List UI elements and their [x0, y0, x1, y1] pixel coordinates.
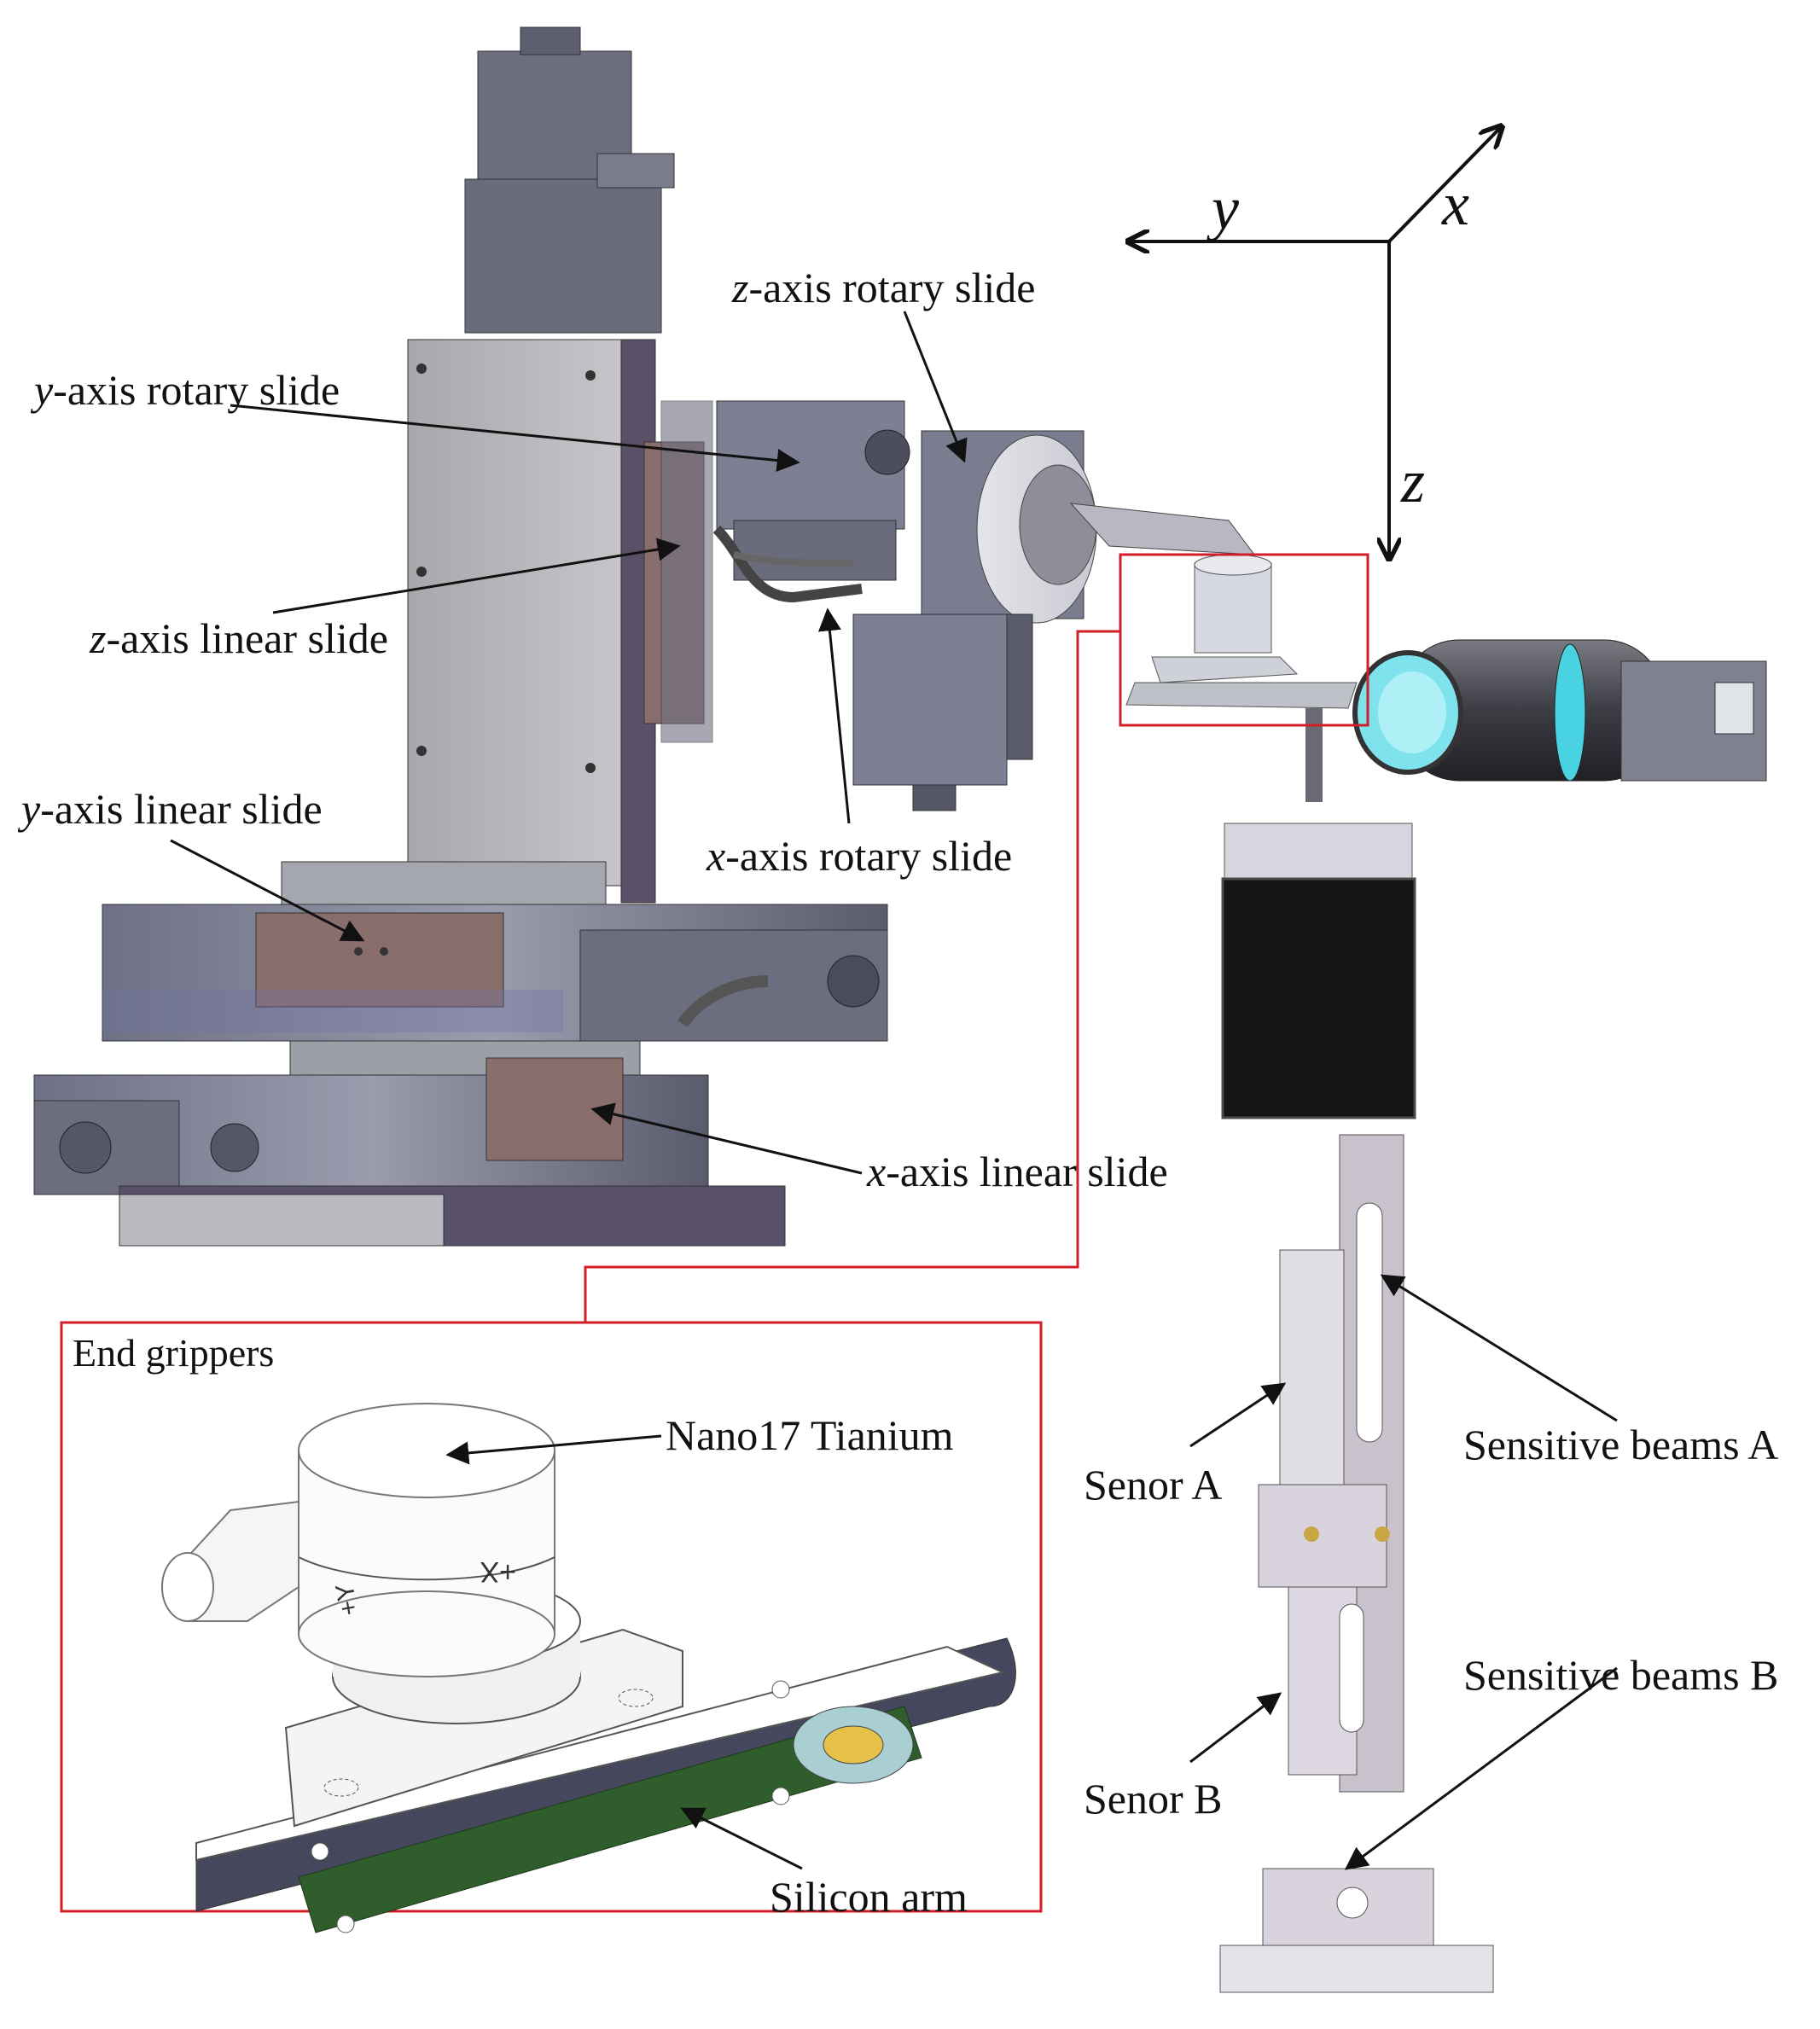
leader-arrows: [170, 311, 1618, 1870]
axis-label-z: z: [1401, 447, 1426, 515]
sensor-assembly: [1219, 708, 1494, 1993]
label-x-linear-var: x: [867, 1148, 887, 1195]
label-z-linear-rest: -axis linear slide: [106, 614, 388, 662]
camera: [1352, 639, 1767, 782]
coordinate-axes: [1128, 126, 1502, 559]
label-sensitive-beams-a: Sensitive beams A: [1463, 1421, 1779, 1468]
xyz-stage-machine: [33, 26, 1256, 1247]
silicon-arm: [298, 1706, 922, 1933]
label-senor-b: Senor B: [1084, 1775, 1223, 1823]
leader-sensitive-b: [1344, 1666, 1618, 1870]
label-x-rotary-slide: x-axis rotary slide: [706, 834, 1012, 877]
label-y-linear-var: y: [21, 785, 41, 833]
label-x-rotary-rest: -axis rotary slide: [725, 832, 1013, 880]
leader-z-linear: [272, 538, 681, 614]
end-gripper-detail: +X +Y: [161, 1403, 1016, 1933]
sensor-housing: [1222, 878, 1416, 1119]
label-senor-a: Senor A: [1084, 1461, 1223, 1509]
leader-y-rotary: [230, 404, 800, 472]
label-z-linear-var: z: [90, 614, 107, 662]
end-gripper-small: [1125, 554, 1358, 709]
leader-x-linear: [590, 1102, 863, 1175]
label-silicon-arm: Silicon arm: [770, 1873, 968, 1921]
label-z-rotary-var: z: [732, 264, 749, 311]
label-y-rotary-rest: -axis rotary slide: [53, 366, 340, 414]
x-axis-arrow: [1387, 126, 1502, 243]
small-callout-box: [1119, 553, 1369, 727]
leader-senor-a: [1189, 1382, 1287, 1448]
label-z-rotary-rest: -axis rotary slide: [748, 264, 1036, 311]
leader-x-rotary: [817, 608, 851, 824]
axis-label-y: y: [1212, 174, 1239, 242]
label-y-linear-slide: y-axis linear slide: [21, 788, 323, 830]
label-x-rotary-var: x: [706, 832, 726, 880]
callout-frames: [60, 553, 1369, 1913]
label-x-linear-rest: -axis linear slide: [886, 1148, 1168, 1195]
leader-silicon-arm: [680, 1807, 803, 1870]
plus-x-mark: +X: [480, 1555, 516, 1588]
leader-sensitive-a: [1380, 1274, 1618, 1422]
label-y-rotary-slide: y-axis rotary slide: [34, 369, 340, 411]
label-x-linear-slide: x-axis linear slide: [867, 1150, 1168, 1193]
label-nano17: Nano17 Tianium: [666, 1411, 954, 1459]
column-plate: [407, 339, 622, 887]
label-z-linear-slide: z-axis linear slide: [90, 617, 388, 660]
leader-nano17: [445, 1434, 662, 1465]
label-y-rotary-var: y: [34, 366, 54, 414]
label-sensitive-beams-b: Sensitive beams B: [1463, 1651, 1779, 1699]
axis-label-x: x: [1442, 170, 1469, 238]
label-end-grippers: End grippers: [73, 1331, 275, 1375]
callout-connector: [584, 630, 1120, 1323]
leader-z-rotary: [903, 311, 968, 463]
x-linear-slide: [486, 1057, 624, 1161]
label-z-rotary-slide: z-axis rotary slide: [732, 266, 1035, 309]
plus-y-mark: +Y: [330, 1581, 363, 1618]
leader-y-linear: [170, 839, 365, 942]
label-y-linear-rest: -axis linear slide: [40, 785, 323, 833]
y-linear-slide: [255, 912, 504, 1008]
end-grippers-panel: [60, 1321, 1043, 1913]
leader-senor-b: [1189, 1692, 1282, 1764]
x-rotary-motor: [852, 613, 1008, 786]
